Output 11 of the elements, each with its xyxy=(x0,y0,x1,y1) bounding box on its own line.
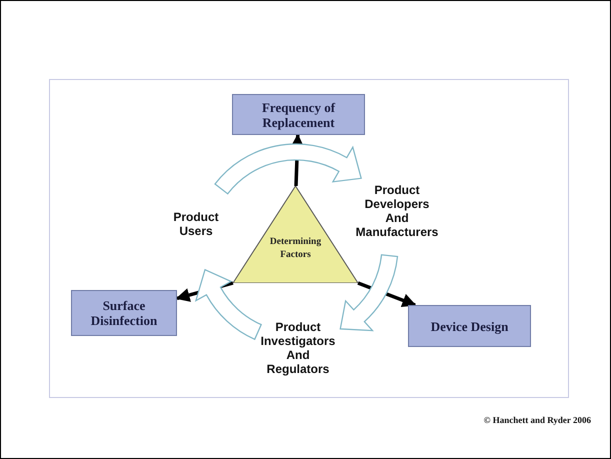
copyright-note: © Hanchett and Ryder 2006 xyxy=(482,414,591,427)
factor-box: Frequency of Replacement xyxy=(232,94,365,135)
triangle-label: Determining Factors xyxy=(268,236,322,262)
factor-box: Device Design xyxy=(408,305,531,347)
curved-arrow xyxy=(214,144,362,194)
curved-arrow xyxy=(195,269,262,340)
factor-box: Surface Disinfection xyxy=(71,290,177,336)
stakeholder-label: Product Users xyxy=(161,209,231,239)
stakeholder-label: Product Investigators And Regulators xyxy=(255,319,341,377)
stakeholder-label: Product Developers And Manufacturers xyxy=(354,182,440,240)
curved-arrow xyxy=(340,254,398,332)
